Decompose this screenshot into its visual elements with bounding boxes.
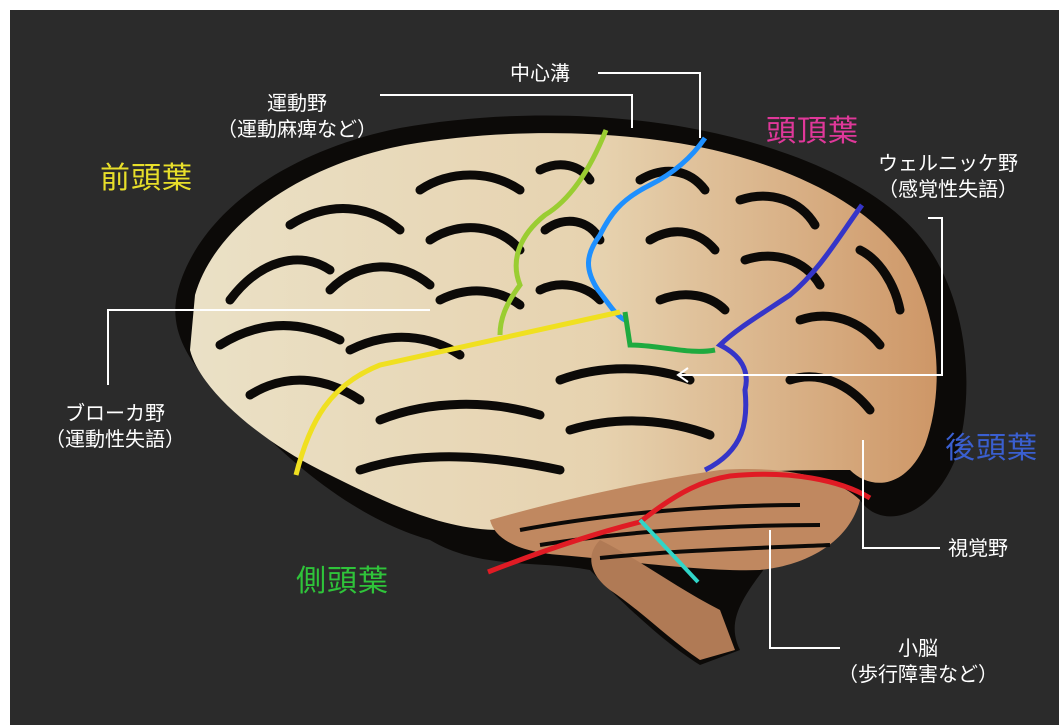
cerebellum-label: 小脳 （歩行障害など） (818, 635, 1018, 687)
visual-area-label: 視覚野 (948, 535, 1008, 561)
broca-area-title: ブローカ野 (30, 400, 200, 426)
motor-area-title: 運動野 (206, 90, 388, 116)
central-sulcus-label: 中心溝 (510, 60, 570, 86)
wernicke-area-label: ウェルニッケ野 （感覚性失語） (848, 150, 1048, 202)
wernicke-area-note: （感覚性失語） (848, 176, 1048, 202)
motor-area-note: （運動麻痺など） (206, 116, 388, 142)
broca-area-note: （運動性失語） (30, 426, 200, 452)
broca-area-label: ブローカ野 （運動性失語） (30, 400, 200, 452)
cerebellum-title: 小脳 (818, 635, 1018, 661)
occipital-lobe-label: 後頭葉 (945, 423, 1038, 467)
frontal-lobe-label: 前頭葉 (100, 153, 193, 197)
motor-area-label: 運動野 （運動麻痺など） (206, 90, 388, 142)
parietal-lobe-label: 頭頂葉 (766, 106, 859, 150)
cerebellum-note: （歩行障害など） (818, 661, 1018, 687)
temporal-lobe-label: 側頭葉 (296, 556, 389, 600)
wernicke-area-title: ウェルニッケ野 (848, 150, 1048, 176)
